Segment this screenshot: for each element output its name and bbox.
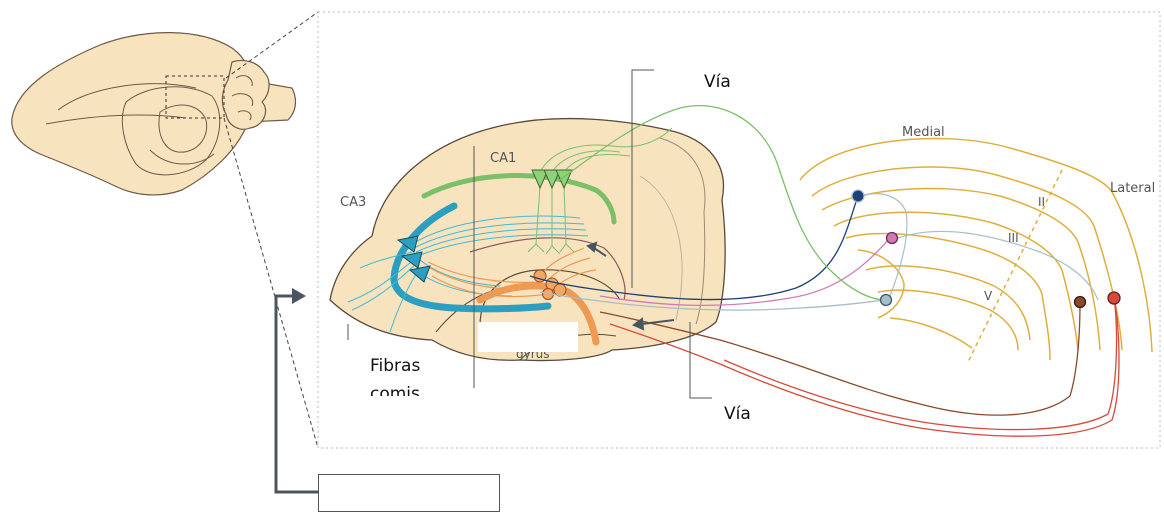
via-label-top: Vía <box>704 72 731 92</box>
comis-label: comis <box>370 384 420 396</box>
layer-ii-label: II <box>1038 195 1045 209</box>
loop-arrow-icon <box>276 288 318 492</box>
masked-label-bottom <box>490 394 570 408</box>
ca3-label: CA3 <box>340 195 366 210</box>
ca1-label: CA1 <box>490 151 516 166</box>
masked-label-dentate <box>478 322 578 352</box>
answer-box <box>318 474 500 512</box>
fibras-label: Fibras <box>370 356 420 376</box>
via-label-bottom: Vía <box>724 404 751 424</box>
lateral-label: Lateral <box>1110 181 1155 196</box>
masked-label-top <box>326 98 456 112</box>
layer-iii-label: III <box>1008 231 1019 245</box>
entorhinal-cortex <box>800 138 1152 360</box>
medial-label: Medial <box>902 125 945 140</box>
layer-v-label: V <box>984 289 993 303</box>
rat-brain-icon <box>12 33 296 195</box>
